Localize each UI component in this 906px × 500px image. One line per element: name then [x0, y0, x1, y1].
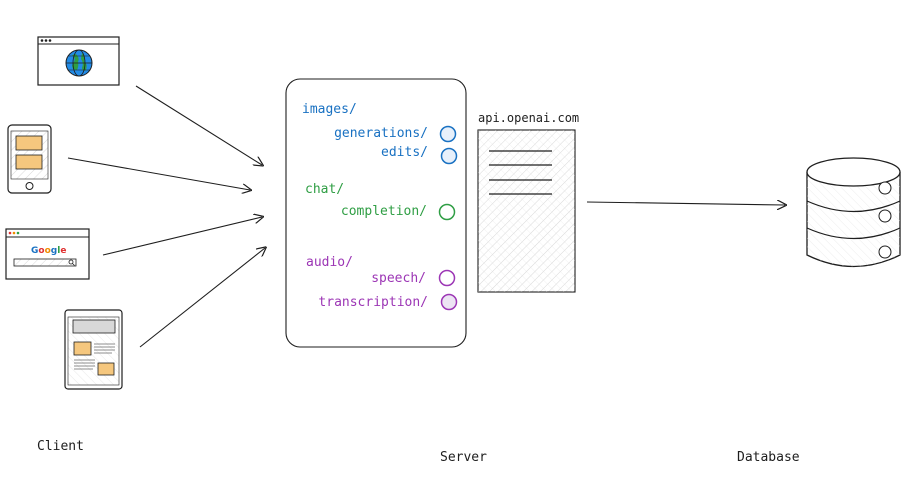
completion-indicator	[438, 203, 456, 221]
search-brand-logo: Google	[31, 246, 66, 256]
arrow-phone-to-server	[67, 157, 250, 190]
route-generations: generations/	[334, 126, 428, 141]
client-browser-globe	[37, 36, 120, 86]
generations-indicator	[439, 125, 457, 143]
arrow-tablet-to-server	[139, 248, 265, 348]
transcription-indicator	[440, 293, 458, 311]
route-group-images: images/	[302, 102, 357, 117]
globe-icon	[65, 49, 93, 77]
route-group-chat: chat/	[305, 182, 345, 197]
speech-indicator	[438, 269, 456, 287]
arrow-browser-to-server	[135, 85, 262, 165]
database-icon	[806, 157, 901, 268]
server-caption: Server	[440, 450, 487, 465]
api-host-label: api.openai.com	[478, 111, 580, 125]
route-speech: speech/	[371, 271, 426, 286]
route-edits: edits/	[381, 145, 428, 160]
route-indicators	[438, 125, 458, 311]
api-server-box	[477, 129, 576, 293]
client-caption: Client	[37, 439, 84, 454]
client-tablet	[64, 309, 123, 390]
request-arrows	[67, 85, 265, 348]
edits-indicator	[440, 147, 458, 165]
route-completion: completion/	[340, 204, 427, 219]
route-transcription: transcription/	[318, 295, 428, 310]
client-phone	[7, 124, 52, 194]
search-icon	[68, 259, 75, 266]
arrow-server-to-database	[586, 202, 785, 205]
client-browser-search: Google	[5, 228, 90, 280]
route-group-audio: audio/	[306, 255, 353, 270]
server-route-panel	[285, 78, 467, 348]
database-caption: Database	[737, 450, 800, 465]
arrow-search-to-server	[102, 217, 262, 256]
